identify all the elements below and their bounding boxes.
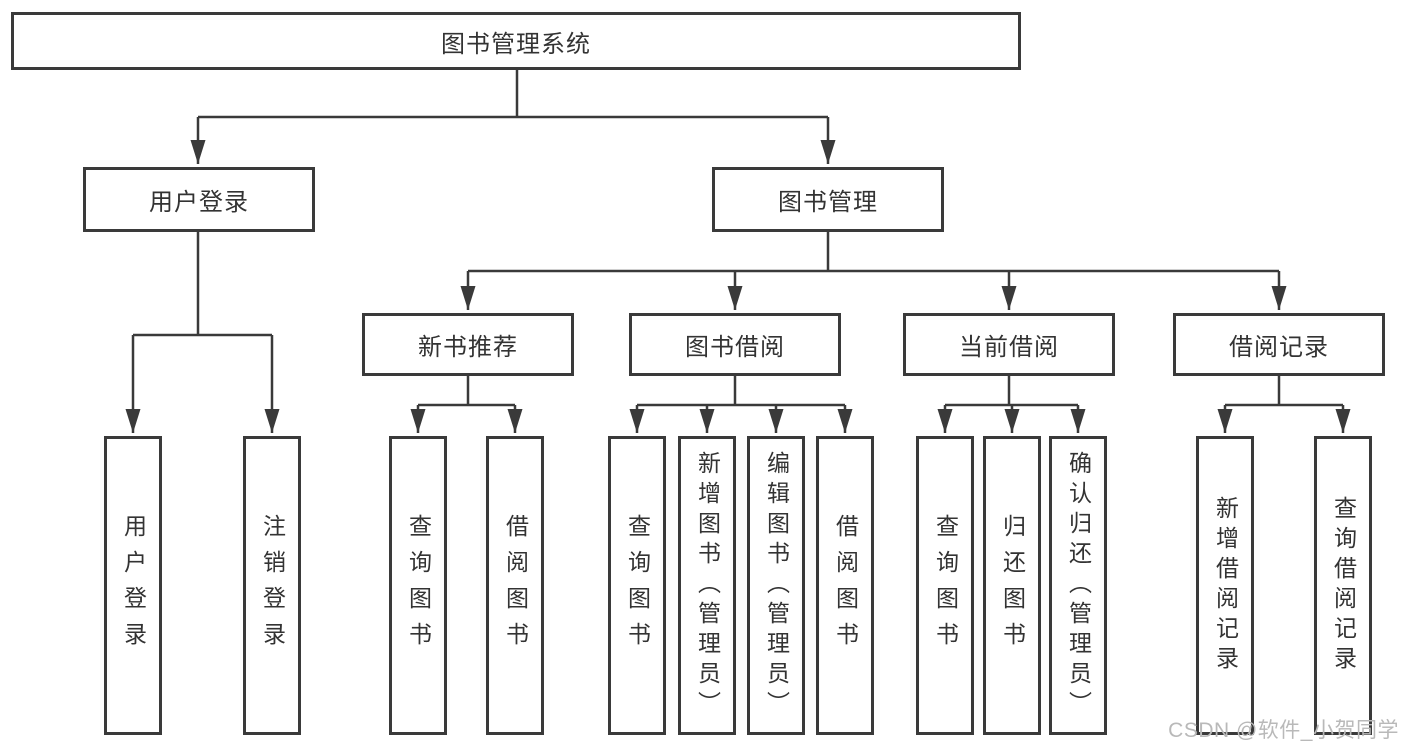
node-return-books: 归还图书 <box>983 436 1041 735</box>
node-edit-books-admin: 编辑图书（管理员） <box>747 436 805 735</box>
node-borrow-books-leaf: 借阅图书 <box>816 436 874 735</box>
node-new-book-recommend: 新书推荐 <box>362 313 574 376</box>
node-user-login: 用户登录 <box>83 167 315 232</box>
node-newbook-query-books: 查询图书 <box>389 436 447 735</box>
node-add-books-admin: 新增图书（管理员） <box>678 436 736 735</box>
node-newbook-borrow-books: 借阅图书 <box>486 436 544 735</box>
node-current-borrow: 当前借阅 <box>903 313 1115 376</box>
node-logout-leaf: 注销登录 <box>243 436 301 735</box>
node-add-borrow-record: 新增借阅记录 <box>1196 436 1254 735</box>
csdn-watermark: CSDN @软件_小贺同学 <box>1168 719 1399 742</box>
node-borrow-query-books: 查询图书 <box>608 436 666 735</box>
node-root: 图书管理系统 <box>11 12 1021 70</box>
node-confirm-return-admin: 确认归还（管理员） <box>1049 436 1107 735</box>
node-user-login-leaf: 用户登录 <box>104 436 162 735</box>
node-book-borrow: 图书借阅 <box>629 313 841 376</box>
node-query-borrow-record: 查询借阅记录 <box>1314 436 1372 735</box>
node-borrow-records: 借阅记录 <box>1173 313 1385 376</box>
node-book-management: 图书管理 <box>712 167 944 232</box>
node-current-query-books: 查询图书 <box>916 436 974 735</box>
